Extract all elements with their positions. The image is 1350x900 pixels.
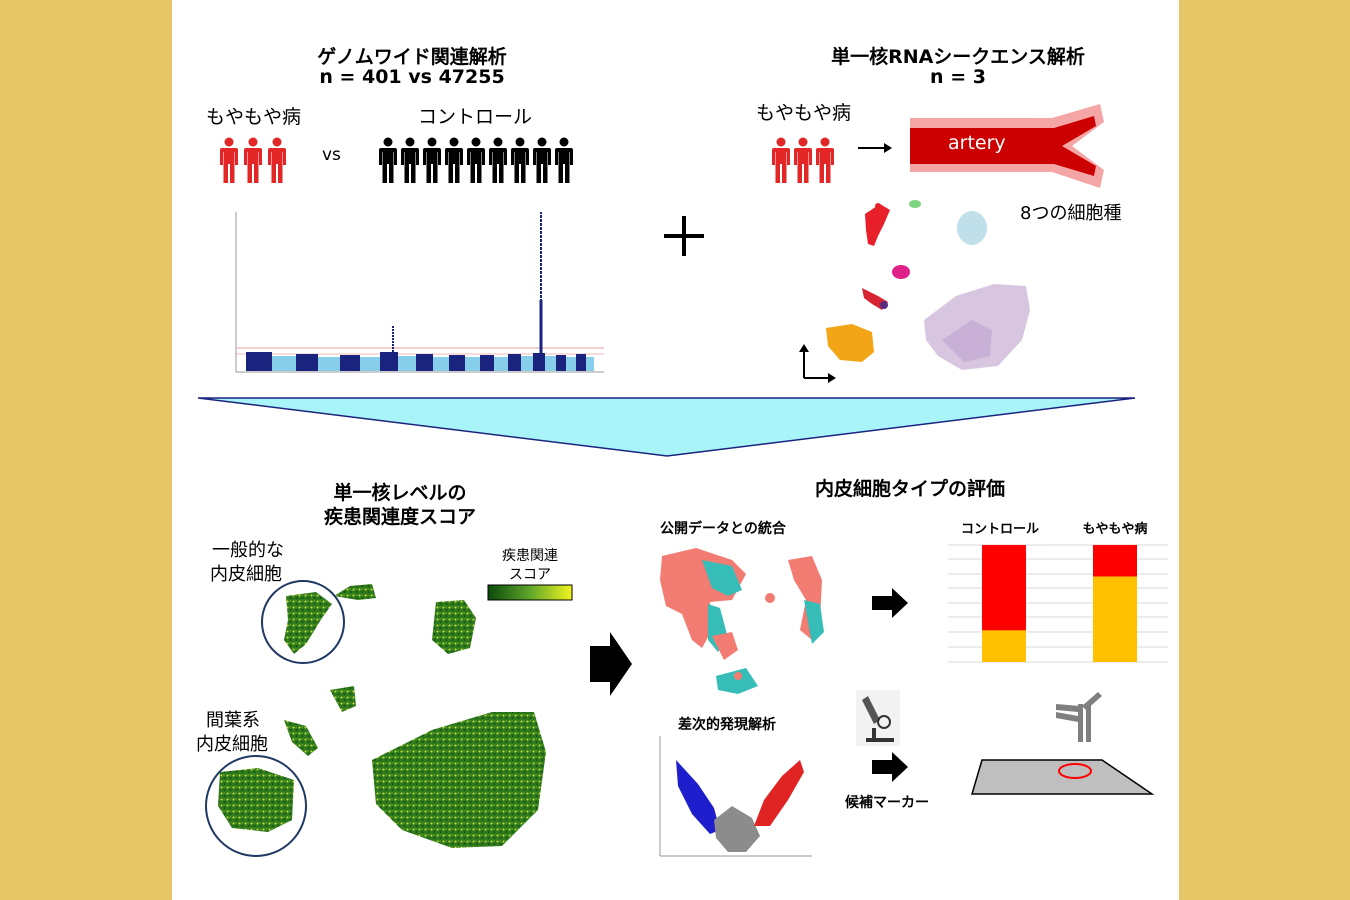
diagram-artwork [197, 104, 1168, 857]
gwas-control-label: コントロール [418, 106, 533, 128]
cell-types-label: 8つの細胞種 [1020, 203, 1122, 224]
snrna-title-line2: n = 3 [930, 66, 986, 88]
integration-label: 公開データとの統合 [660, 521, 786, 537]
merge-funnel [197, 397, 1136, 457]
artery-shape [910, 104, 1104, 188]
snrna-title-line1: 単一核RNAシークエンス解析 [831, 46, 1085, 68]
volcano-plot [659, 736, 812, 857]
score-legend-line2: スコア [509, 567, 551, 583]
score-title-line2: 疾患関連度スコア [323, 506, 476, 528]
antibody-assay [970, 692, 1155, 795]
snrna-disease-label: もやもや病 [756, 102, 852, 124]
bar-chart [948, 544, 1168, 663]
score-umap [218, 584, 546, 848]
score-title-line1: 単一核レベルの [333, 482, 467, 504]
gwas-title-line2: n = 401 vs 47255 [319, 66, 505, 88]
bar-segment-1-0 [1093, 545, 1137, 577]
control-people [379, 137, 573, 183]
disease-people-snrna [772, 137, 834, 183]
vs-label: vs [322, 145, 341, 165]
umap-snrna [826, 200, 1030, 370]
bar-segment-0-0 [982, 545, 1026, 631]
deg-label: 差次的発現解析 [678, 717, 776, 733]
artery-label: artery [948, 132, 1006, 154]
manhattan-plot [235, 212, 604, 373]
gwas-disease-label: もやもや病 [206, 106, 302, 128]
bar-label-control: コントロール [960, 522, 1039, 537]
integration-umap [660, 548, 824, 694]
arrow-to-bars [872, 588, 908, 618]
arrow-to-artery [858, 143, 892, 153]
eval-title: 内皮細胞タイプの評価 [814, 478, 1005, 500]
general-endothelial-line2: 内皮細胞 [210, 564, 282, 585]
disease-people-gwas [220, 137, 286, 183]
figure-panel: ゲノムワイド関連解析 n = 401 vs 47255 もやもや病 vs コント… [172, 0, 1179, 900]
bar-segment-1-1 [1093, 576, 1137, 662]
candidate-marker-label: 候補マーカー [845, 795, 929, 811]
highlight-circles [205, 580, 345, 857]
microscope-icon [856, 690, 900, 746]
manhattan-chromosomes [246, 352, 594, 371]
gwas-title-line1: ゲノムワイド関連解析 [317, 46, 507, 68]
bar-label-disease: もやもや病 [1082, 522, 1148, 537]
mesenchymal-endothelial-line1: 間葉系 [206, 710, 260, 731]
umap-axes-icon [799, 344, 836, 383]
arrow-to-marker [872, 752, 908, 782]
big-arrow [590, 632, 632, 696]
mesenchymal-endothelial-line2: 内皮細胞 [196, 734, 268, 755]
bar-segment-0-1 [982, 630, 1026, 662]
plus-sign [664, 216, 704, 256]
score-legend-line1: 疾患関連 [502, 548, 558, 564]
general-endothelial-line1: 一般的な [212, 540, 284, 561]
score-colorbar [487, 584, 573, 601]
